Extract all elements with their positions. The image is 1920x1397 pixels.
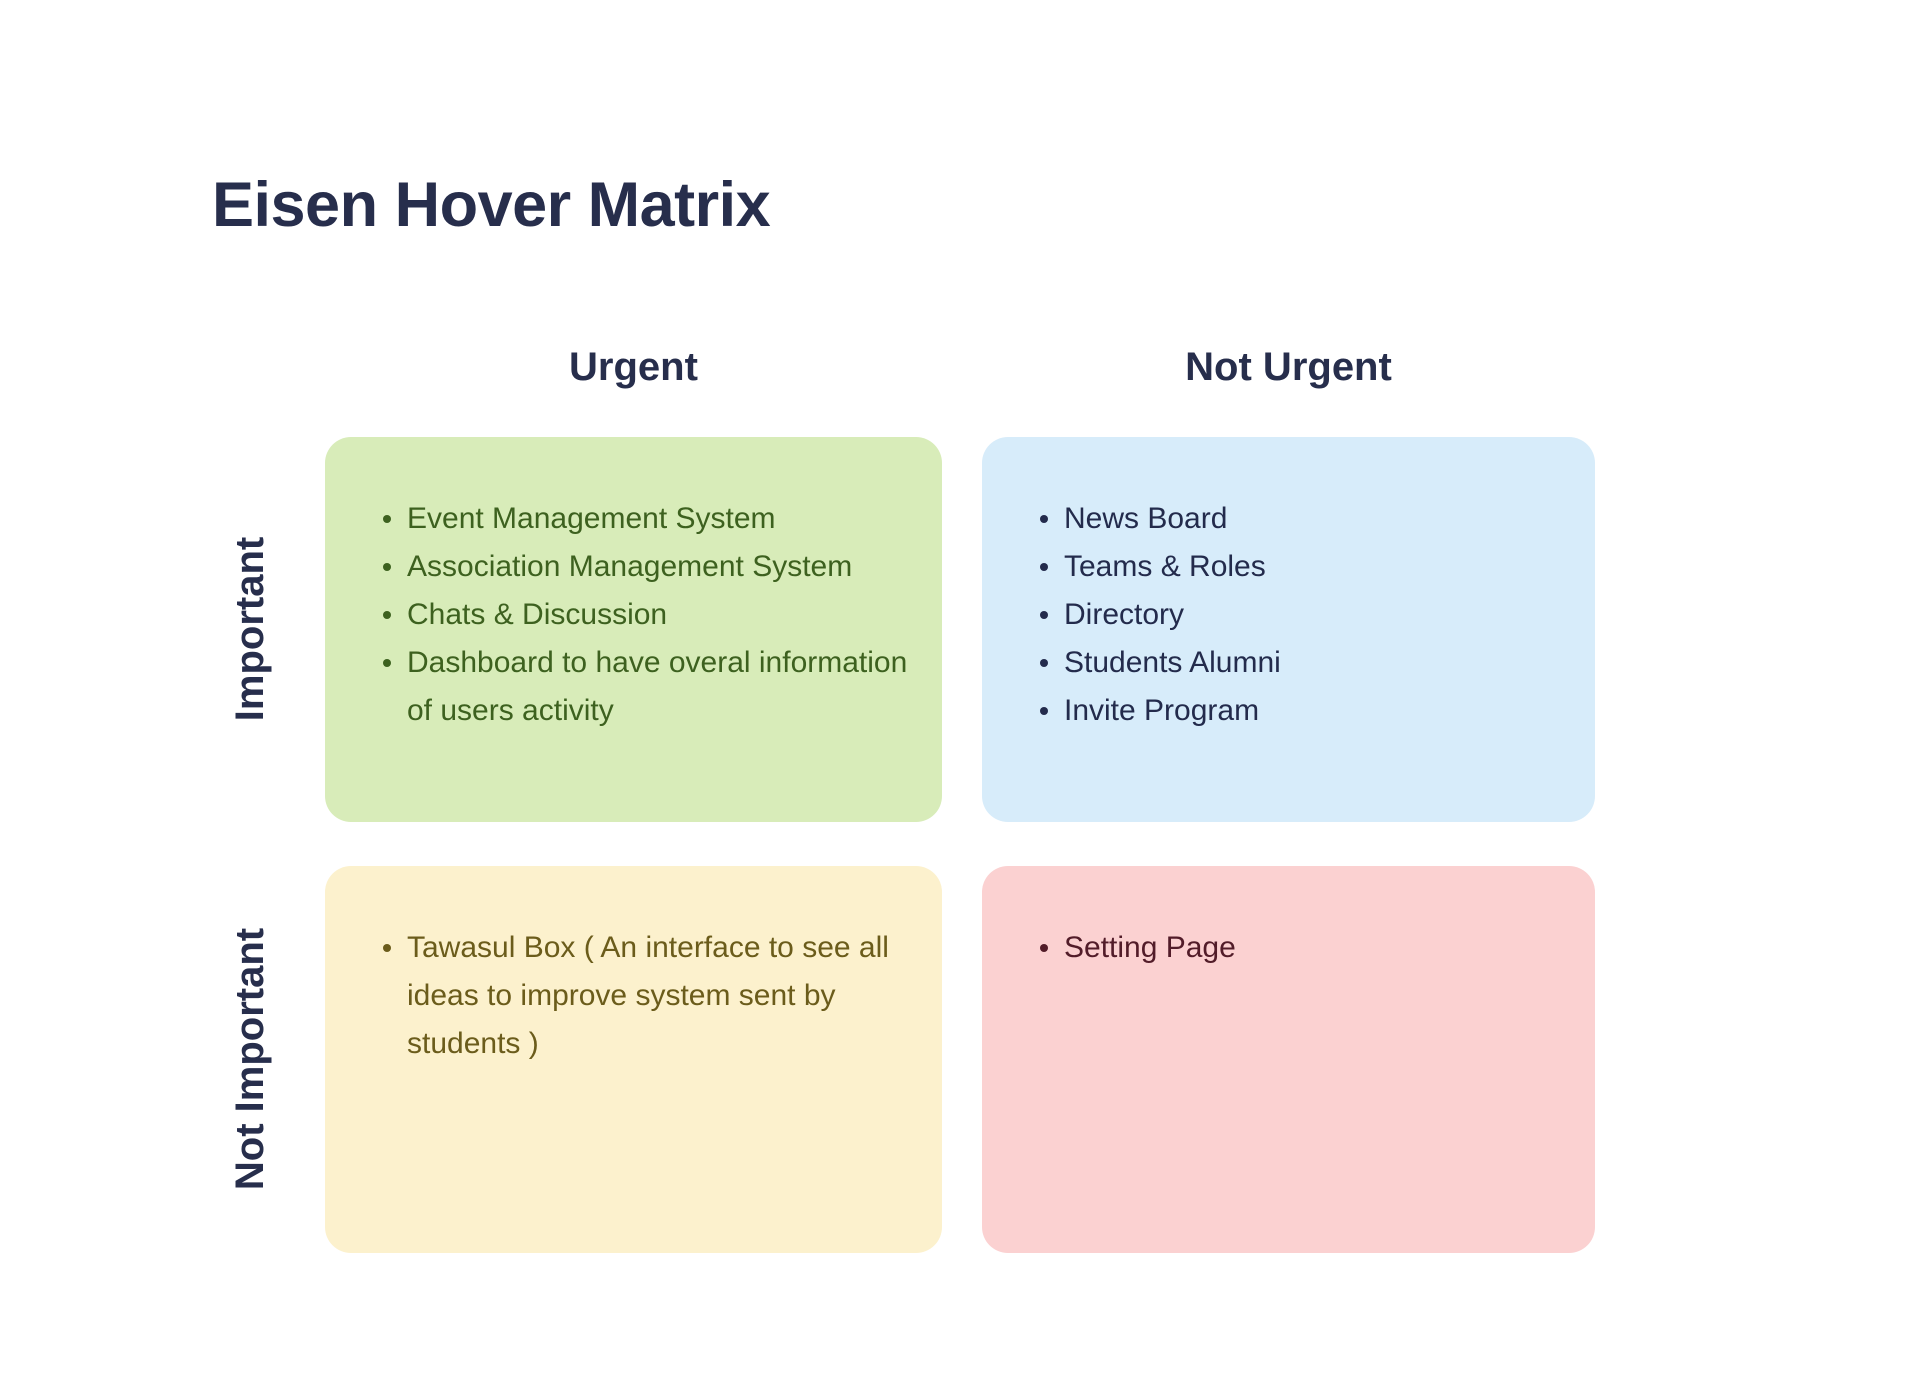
- row-label-important: Important: [228, 536, 272, 722]
- list-item: Directory: [1038, 591, 1561, 639]
- list-item: Setting Page: [1038, 924, 1561, 972]
- list-item: Tawasul Box ( An interface to see all id…: [381, 924, 908, 1068]
- list-item: News Board: [1038, 495, 1561, 543]
- urgent-not-important-list: Tawasul Box ( An interface to see all id…: [325, 866, 942, 1068]
- list-item: Students Alumni: [1038, 639, 1561, 687]
- urgent-important-list: Event Management System Association Mana…: [325, 437, 942, 735]
- quadrant-not-urgent-not-important: Setting Page: [982, 866, 1595, 1253]
- list-item: Dashboard to have overal information of …: [381, 639, 908, 735]
- quadrant-not-urgent-important: News Board Teams & Roles Directory Stude…: [982, 437, 1595, 822]
- column-header-not-urgent: Not Urgent: [1185, 345, 1392, 389]
- list-item: Event Management System: [381, 495, 908, 543]
- list-item: Association Management System: [381, 543, 908, 591]
- not-urgent-important-list: News Board Teams & Roles Directory Stude…: [982, 437, 1595, 735]
- not-urgent-not-important-list: Setting Page: [982, 866, 1595, 972]
- list-item: Invite Program: [1038, 687, 1561, 735]
- list-item: Teams & Roles: [1038, 543, 1561, 591]
- column-header-urgent: Urgent: [569, 345, 698, 389]
- quadrant-urgent-not-important: Tawasul Box ( An interface to see all id…: [325, 866, 942, 1253]
- row-label-not-important: Not Important: [228, 927, 272, 1191]
- quadrant-urgent-important: Event Management System Association Mana…: [325, 437, 942, 822]
- page-title: Eisen Hover Matrix: [212, 170, 771, 241]
- list-item: Chats & Discussion: [381, 591, 908, 639]
